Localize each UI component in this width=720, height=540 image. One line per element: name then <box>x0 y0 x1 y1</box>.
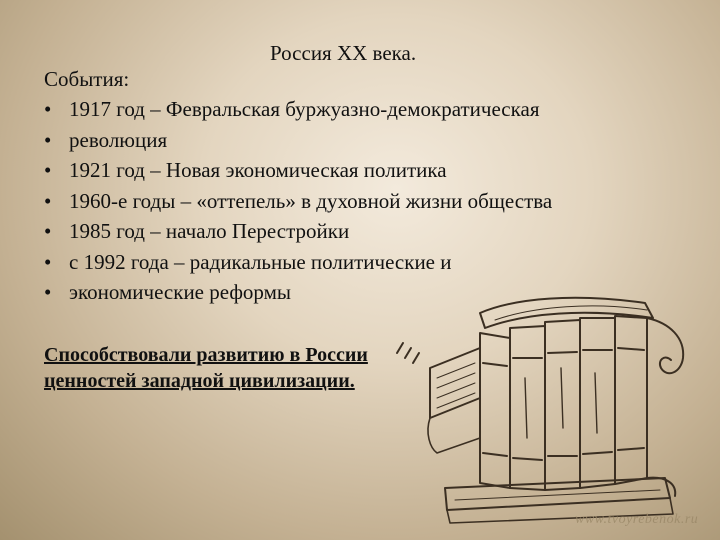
events-label: События: <box>44 67 130 91</box>
event-text: экономические реформы <box>69 280 292 304</box>
books-sketch-icon <box>396 296 685 524</box>
bullet: • <box>44 127 52 152</box>
bullet: • <box>44 188 52 213</box>
event-text: 1985 год – начало Перестройки <box>69 219 350 243</box>
bullet: • <box>44 219 52 243</box>
conclusion-note: Способствовали развитию в России ценност… <box>44 344 368 392</box>
list-item: • 1917 год – Февральская буржуазно-демокр… <box>44 94 552 125</box>
bullet: • <box>44 158 52 182</box>
bullet: • <box>44 97 52 121</box>
bullet: • <box>44 249 52 274</box>
list-item: • 1985 год – начало Перестройки <box>44 216 552 247</box>
list-item: • с 1992 года – радикальные политические … <box>44 247 552 278</box>
list-item: • 1921 год – Новая экономическая политика <box>44 155 552 186</box>
watermark: www.tvoyrebenok.ru <box>575 512 699 527</box>
event-list: • 1917 год – Февральская буржуазно-демокр… <box>44 94 552 308</box>
list-item: • революция <box>44 125 552 156</box>
event-text: 1921 год – Новая экономическая политика <box>69 158 447 182</box>
event-text: 1917 год – Февральская буржуазно-демокра… <box>69 97 540 121</box>
list-item: • экономические реформы <box>44 277 552 308</box>
event-text: с 1992 года – радикальные политические и <box>69 249 452 274</box>
event-text: революция <box>69 127 168 152</box>
slide-title: Россия ХХ века. <box>270 41 417 65</box>
event-text: 1960-е годы – «оттепель» в духовной жизн… <box>69 188 553 213</box>
list-item: • 1960-е годы – «оттепель» в духовной жиз… <box>44 186 552 217</box>
bullet: • <box>44 280 52 304</box>
